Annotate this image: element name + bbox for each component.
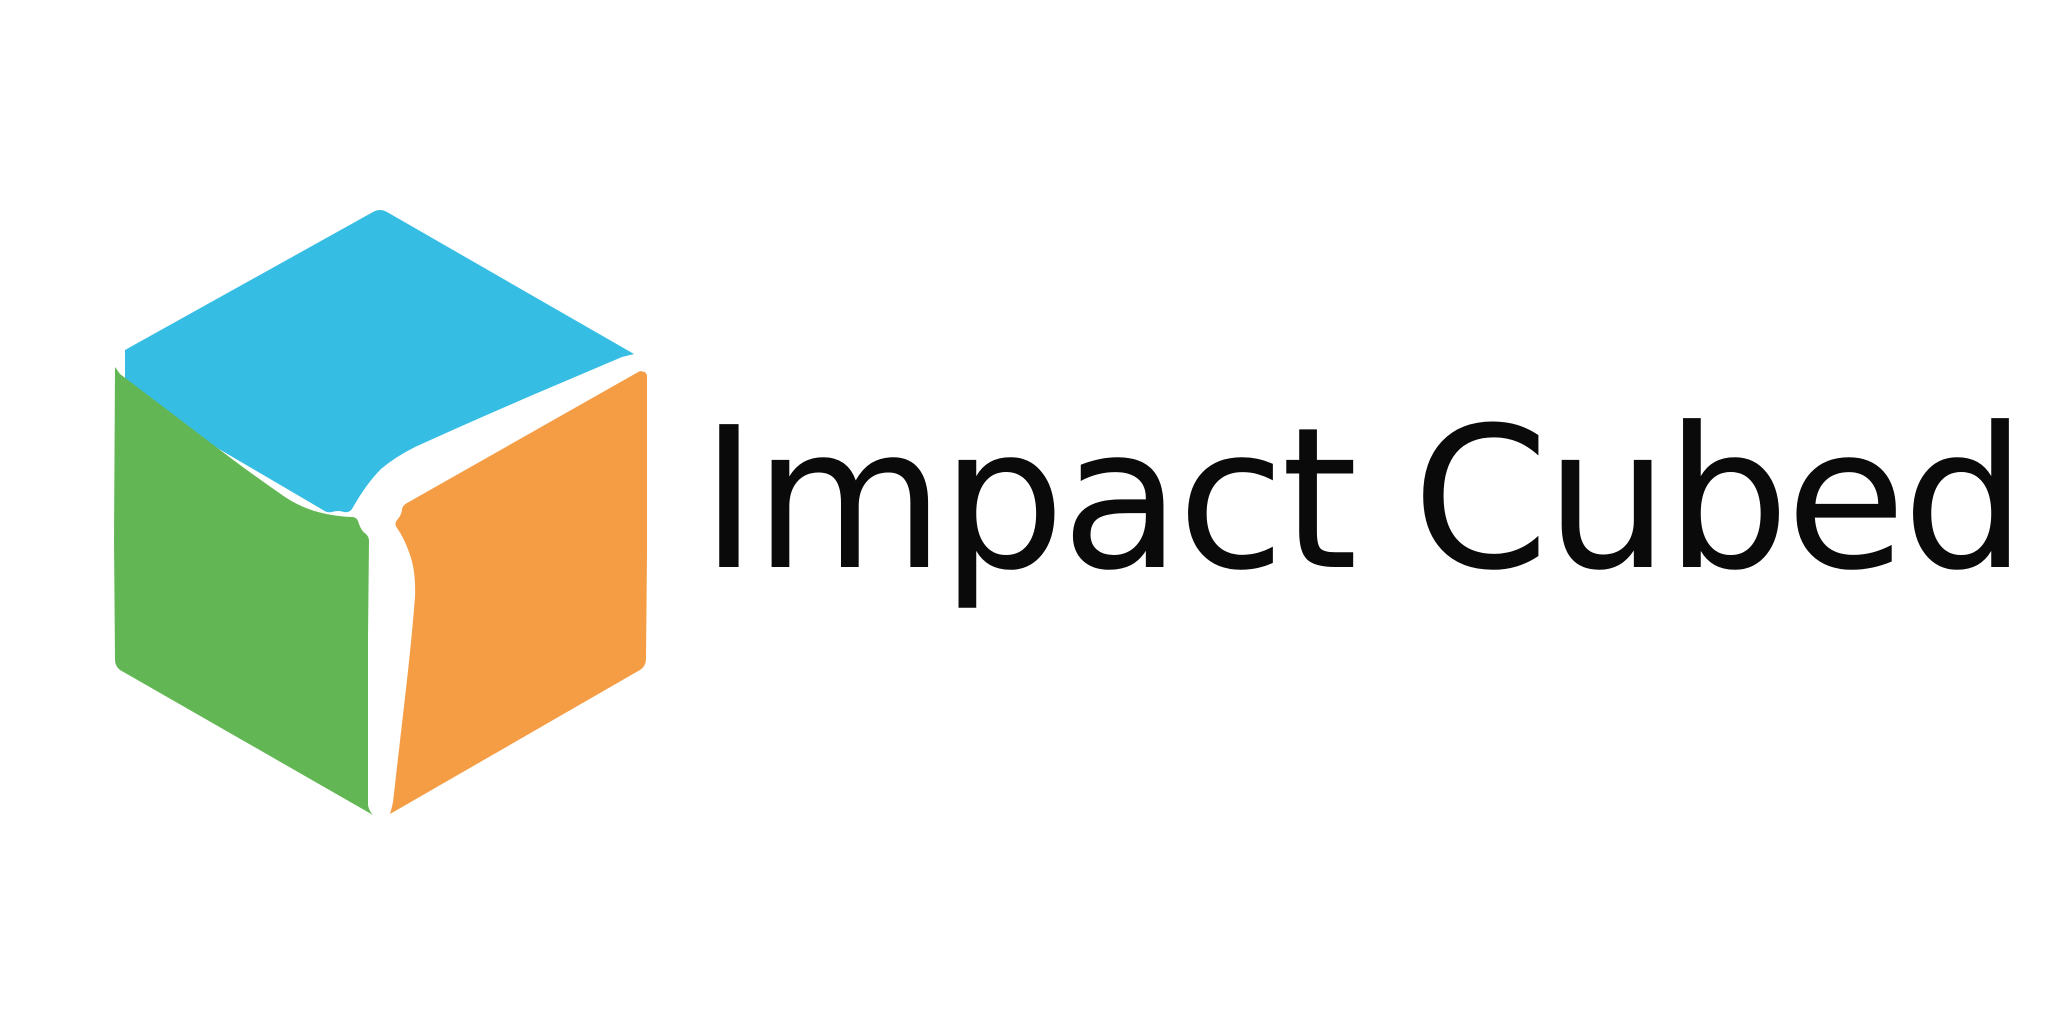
cube-left-face	[114, 367, 373, 815]
company-wordmark: Impact Cubed	[700, 386, 2027, 614]
cube-right-face	[390, 371, 647, 814]
cube-icon	[100, 200, 660, 840]
cube-top-face	[125, 210, 634, 513]
